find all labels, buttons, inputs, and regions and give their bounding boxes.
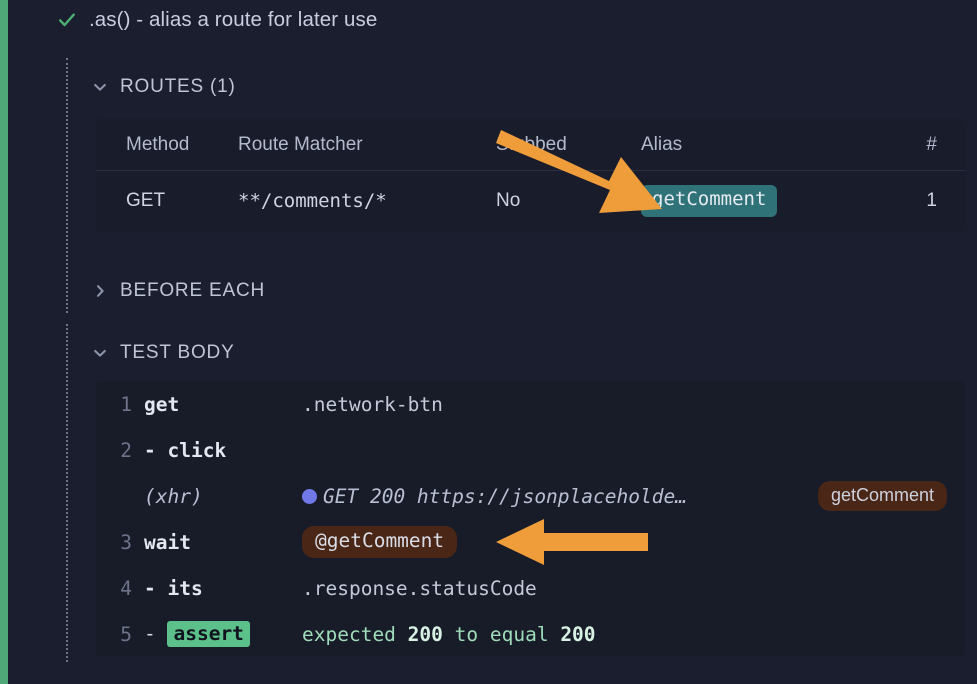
command-row-assert[interactable]: 5 - assert expected 200 to equal 200 bbox=[96, 611, 965, 656]
command-row-get[interactable]: 1 get .network-btn bbox=[96, 381, 965, 427]
routes-section-header[interactable]: ROUTES (1) bbox=[92, 76, 236, 98]
check-icon bbox=[59, 13, 75, 27]
assert-value-expected: 200 bbox=[407, 622, 443, 646]
command-name: (xhr) bbox=[144, 484, 203, 508]
assert-text-2: to equal bbox=[442, 622, 561, 646]
table-row[interactable]: GET **/comments/* No getComment 1 bbox=[96, 171, 965, 232]
assert-message: expected 200 to equal 200 bbox=[302, 623, 596, 646]
column-header-alias: Alias bbox=[641, 118, 891, 171]
command-row-xhr[interactable]: (xhr) GET 200 https://jsonplaceholde… ge… bbox=[96, 473, 965, 519]
line-number: 1 bbox=[120, 392, 132, 416]
xhr-request-text: GET 200 https://jsonplaceholde… bbox=[323, 484, 687, 508]
line-number: 4 bbox=[120, 576, 132, 600]
command-args-wrap: @getComment bbox=[302, 525, 458, 559]
test-status-bar bbox=[0, 0, 8, 684]
cell-stubbed: No bbox=[496, 189, 521, 211]
assert-text-1: expected bbox=[302, 622, 408, 646]
command-row-click[interactable]: 2 - click bbox=[96, 427, 965, 473]
test-body-section-label: TEST BODY bbox=[120, 342, 235, 363]
assert-dash: - bbox=[144, 621, 168, 645]
command-row-wait[interactable]: 3 wait @getComment bbox=[96, 519, 965, 565]
command-args: .response.statusCode bbox=[302, 576, 537, 600]
command-row-its[interactable]: 4 - its .response.statusCode bbox=[96, 565, 965, 611]
command-args: .network-btn bbox=[302, 392, 443, 416]
table-header-row: Method Route Matcher Stubbed Alias # bbox=[96, 118, 965, 171]
tree-guide-line bbox=[66, 58, 68, 313]
column-header-matcher: Route Matcher bbox=[238, 118, 496, 171]
command-name: - click bbox=[144, 438, 227, 462]
line-number: 3 bbox=[120, 530, 132, 554]
before-each-section-header[interactable]: BEFORE EACH bbox=[92, 280, 265, 302]
assert-chip: assert bbox=[167, 620, 250, 648]
chevron-down-icon bbox=[94, 83, 106, 91]
chevron-right-icon bbox=[96, 285, 104, 297]
cell-matcher: **/comments/* bbox=[238, 189, 387, 212]
column-header-count: # bbox=[891, 118, 965, 171]
page-title: .as() - alias a route for later use bbox=[89, 8, 378, 31]
column-header-method: Method bbox=[96, 118, 238, 171]
xhr-status-dot bbox=[302, 488, 317, 504]
cell-alias: getComment bbox=[641, 171, 891, 232]
command-name: - its bbox=[144, 576, 203, 600]
command-args-wrap: GET 200 https://jsonplaceholde… bbox=[302, 485, 687, 508]
before-each-section-label: BEFORE EACH bbox=[120, 280, 265, 301]
alias-badge[interactable]: getComment bbox=[817, 480, 947, 512]
chevron-down-icon bbox=[94, 349, 106, 357]
test-body-section-header[interactable]: TEST BODY bbox=[92, 342, 235, 364]
routes-panel: Method Route Matcher Stubbed Alias # GET… bbox=[96, 118, 965, 233]
line-number: 2 bbox=[120, 438, 132, 462]
cell-method: GET bbox=[126, 189, 166, 211]
column-header-stubbed: Stubbed bbox=[496, 118, 641, 171]
tree-guide-line bbox=[66, 324, 68, 662]
test-title-row[interactable]: .as() - alias a route for later use bbox=[58, 8, 377, 32]
command-log-root: .as() - alias a route for later use ROUT… bbox=[8, 0, 977, 684]
command-name: wait bbox=[144, 530, 191, 554]
command-name: get bbox=[144, 392, 180, 416]
routes-table: Method Route Matcher Stubbed Alias # GET… bbox=[96, 118, 965, 232]
line-number: 5 bbox=[120, 622, 132, 646]
routes-section-label: ROUTES (1) bbox=[120, 76, 236, 97]
test-body-panel: 1 get .network-btn 2 - click (xhr) GET 2… bbox=[96, 381, 965, 656]
wait-alias-badge[interactable]: @getComment bbox=[302, 525, 458, 559]
assert-value-actual: 200 bbox=[560, 622, 596, 646]
command-name: - assert bbox=[144, 620, 302, 648]
alias-badge[interactable]: getComment bbox=[641, 185, 778, 217]
cell-count: 1 bbox=[926, 189, 937, 211]
